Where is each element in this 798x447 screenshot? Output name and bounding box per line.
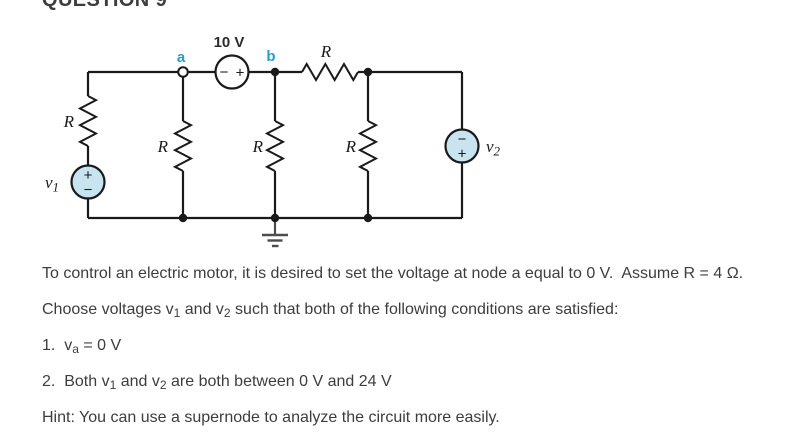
source-v2-minus: − xyxy=(458,131,467,148)
condition-2: 2. Both v1 and v2 are both between 0 V a… xyxy=(42,373,392,392)
source-v1-label: v1 xyxy=(45,173,59,195)
resistor-branch-right xyxy=(357,120,379,172)
source-v1-circle xyxy=(70,164,106,200)
source-v1-minus: − xyxy=(84,182,93,199)
condition-1: 1. va = 0 V xyxy=(42,337,122,356)
voltage-source-v2: − + v2 xyxy=(444,128,501,164)
node-a-label: a xyxy=(177,49,186,66)
junction-bottom-right xyxy=(363,213,373,223)
source-10v-plus: + xyxy=(236,65,245,82)
source-v2-label: v2 xyxy=(486,137,501,159)
source-v2-circle xyxy=(444,128,480,164)
source-10v-circle xyxy=(214,54,250,90)
junction-top-right xyxy=(363,67,373,77)
circuit-diagram: − + 10 V + − v1 − + v2 a b R R R R xyxy=(45,34,501,248)
resistor-left-label: R xyxy=(63,112,75,131)
voltage-source-10v: − + 10 V xyxy=(214,34,250,90)
node-a-terminal xyxy=(177,66,189,78)
resistor-branch-right-label: R xyxy=(345,137,357,156)
resistor-branch-a xyxy=(172,120,194,172)
resistor-left xyxy=(77,95,99,147)
node-b-dot xyxy=(270,67,280,77)
choose-voltages-line: Choose voltages v1 and v2 such that both… xyxy=(42,301,619,320)
source-v2-plus: + xyxy=(458,146,467,163)
node-b-label: b xyxy=(266,48,275,65)
resistor-top-label: R xyxy=(320,42,332,61)
resistors xyxy=(77,62,379,172)
source-10v-label: 10 V xyxy=(214,34,245,51)
resistor-branch-a-label: R xyxy=(157,137,169,156)
voltage-source-v1: + − v1 xyxy=(45,164,106,200)
resistor-branch-b xyxy=(264,120,286,172)
source-10v-minus: − xyxy=(220,64,229,81)
source-v1-plus: + xyxy=(84,167,93,184)
resistor-branch-b-label: R xyxy=(252,137,264,156)
problem-statement: To control an electric motor, it is desi… xyxy=(42,265,744,282)
junction-bottom-b xyxy=(270,213,280,223)
junction-bottom-a xyxy=(178,213,188,223)
question-text-block: To control an electric motor, it is desi… xyxy=(42,264,792,444)
resistor-top xyxy=(301,62,359,82)
question-title: QUESTION 9 xyxy=(42,0,168,11)
hint-line: Hint: You can use a supernode to analyze… xyxy=(42,409,500,426)
